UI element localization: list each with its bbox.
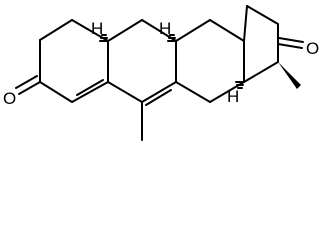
ring-a [39, 19, 109, 103]
bond [175, 81, 211, 103]
hydrogen-label-c14: H [227, 87, 239, 106]
hydrogen-label-c9: H [91, 19, 103, 38]
carbonyl-bond [15, 75, 38, 89]
wedge-bond-methyl [278, 62, 301, 89]
oxygen-label-ring-d: O [306, 39, 319, 58]
oxygen-label-ring-a: O [3, 89, 16, 108]
double-bond-inner-line [145, 89, 172, 106]
bond [175, 19, 211, 42]
bond [107, 81, 143, 103]
bond [39, 19, 73, 41]
ring-d [243, 5, 279, 83]
bond [71, 81, 109, 103]
bond [39, 81, 73, 103]
carbonyl-bond [18, 81, 41, 95]
chemical-structure-diagram: O O H H H [3, 5, 319, 141]
hashed-bond-h9 [99, 34, 109, 42]
bond [243, 61, 279, 83]
hashed-bond-h14 [235, 81, 245, 89]
ring-b [107, 19, 177, 106]
hydrogen-label-c8: H [159, 19, 171, 38]
bond [141, 81, 177, 103]
carbonyl-bond [278, 37, 304, 43]
carbonyl-bond [277, 43, 303, 49]
hashed-bond-h8 [167, 34, 177, 42]
bond [209, 19, 245, 42]
bond [243, 5, 248, 42]
bond [246, 5, 279, 25]
ketone-ring-a [15, 75, 41, 95]
double-bond-inner-line [76, 79, 104, 96]
ketone-ring-d [277, 37, 304, 49]
bond [107, 19, 143, 42]
ring-c [175, 19, 245, 103]
